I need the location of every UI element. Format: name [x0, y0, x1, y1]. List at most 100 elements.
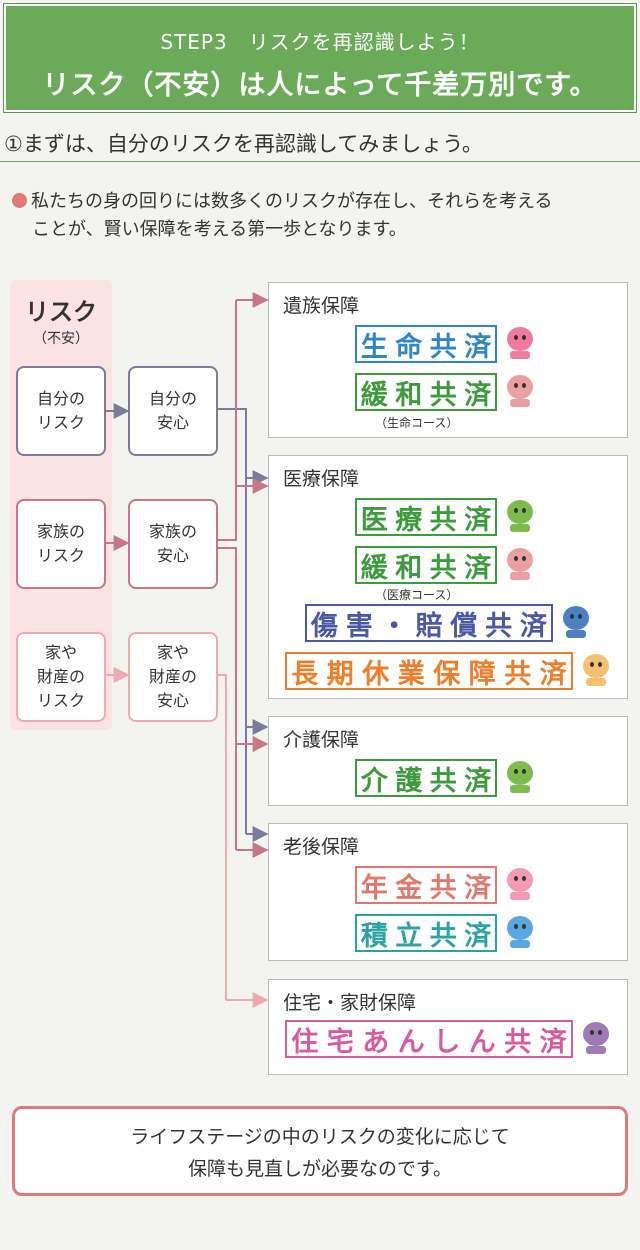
product-tag: 緩和共済 [355, 373, 497, 411]
product-char: ・ [380, 610, 408, 642]
product-char: 済 [464, 504, 492, 536]
product-tag: 長期休業保障共済 [285, 652, 573, 690]
bullet-dot-icon [12, 193, 27, 208]
section-subtitle: ①まずは、自分のリスクを再認識してみましょう。 [0, 126, 640, 162]
node-family-relief: 家族の 安心 [128, 499, 218, 589]
category-title: 医療保障 [283, 468, 360, 490]
product-char: 賠 [415, 610, 443, 642]
mascot-icon [581, 654, 611, 688]
category-title: 老後保障 [283, 836, 360, 858]
product-char: 共 [429, 379, 457, 411]
product-char: 緩 [360, 379, 388, 411]
product-char: し [433, 1026, 461, 1058]
product-tag: 積立共済 [355, 914, 497, 952]
node-self-risk: 自分の リスク [16, 366, 106, 456]
connector-family [218, 300, 237, 541]
step-header: STEP3 リスクを再認識しよう！ リスク（不安）は人によって千差万別です。 [3, 3, 637, 113]
connector-property [218, 674, 227, 1000]
product-char: 障 [468, 658, 496, 690]
mascot-icon [505, 916, 535, 950]
product-char: 償 [450, 610, 478, 642]
product-char: ん [397, 1026, 425, 1058]
product-char: 住 [291, 1026, 319, 1058]
product-char: 年 [360, 872, 388, 904]
product-tag: 傷害・賠償共済 [305, 604, 553, 642]
mascot-icon [581, 1022, 611, 1056]
product-char: 期 [326, 658, 354, 690]
product-char: 済 [464, 331, 492, 363]
product-char: 済 [539, 658, 567, 690]
node-property-relief: 家や 財産の 安心 [128, 632, 218, 722]
product-char: 医 [360, 504, 388, 536]
category-title: 介護保障 [283, 729, 360, 751]
product-char: 業 [397, 658, 425, 690]
risk-panel-subtitle: （不安） [33, 331, 89, 347]
intro-line-1: 私たちの身の回りには数多くのリスクが存在し、それらを考える [31, 191, 553, 212]
product-tag: 医療共済 [355, 498, 497, 536]
product-char: 共 [429, 765, 457, 797]
mascot-icon [561, 606, 591, 640]
product-char: 緩 [360, 552, 388, 584]
intro-line-2: ことが、賢い保障を考える第一歩となります。 [32, 219, 407, 240]
step-headline: リスク（不安）は人によって千差万別です。 [42, 70, 598, 101]
product-char: 療 [395, 504, 423, 536]
mascot-icon [505, 327, 535, 361]
risk-panel-title: リスク [25, 298, 97, 326]
footer-line-1: ライフステージの中のリスクの変化に応じて [130, 1126, 510, 1148]
product-tag: 年金共済 [355, 866, 497, 904]
product-tag: 生命共済 [355, 325, 497, 363]
mascot-icon [505, 548, 535, 582]
product-char: 立 [395, 920, 423, 952]
product-char: 命 [395, 331, 423, 363]
product-char: あ [362, 1026, 390, 1058]
product-char: 和 [395, 552, 423, 584]
product-char: 和 [395, 379, 423, 411]
product-tag: 住宅あんしん共済 [285, 1020, 573, 1058]
product-char: 保 [433, 658, 461, 690]
product-char: 宅 [326, 1026, 354, 1058]
product-char: 済 [539, 1026, 567, 1058]
product-tag: 緩和共済 [355, 546, 497, 584]
product-char: 済 [464, 872, 492, 904]
node-self-relief: 自分の 安心 [128, 366, 218, 456]
product-char: 共 [504, 658, 532, 690]
mascot-icon [505, 500, 535, 534]
footer-note: ライフステージの中のリスクの変化に応じて 保障も見直しが必要なのです。 [12, 1106, 628, 1196]
product-char: 護 [395, 765, 423, 797]
product-char: 済 [519, 610, 547, 642]
product-char: 長 [291, 658, 319, 690]
node-family-risk: 家族の リスク [16, 499, 106, 589]
product-note: （医療コース） [375, 588, 459, 602]
category-title: 住宅・家財保障 [283, 992, 417, 1014]
product-char: 共 [504, 1026, 532, 1058]
product-char: 済 [464, 379, 492, 411]
product-char: 共 [429, 331, 457, 363]
product-char: 共 [429, 872, 457, 904]
mascot-icon [505, 868, 535, 902]
mascot-icon [505, 761, 535, 795]
connector-self [218, 408, 247, 834]
product-note: （生命コース） [375, 416, 459, 430]
node-property-risk: 家や 財産の リスク [16, 632, 106, 722]
product-char: 済 [464, 765, 492, 797]
mascot-icon [505, 375, 535, 409]
product-char: 害 [345, 610, 373, 642]
product-char: 共 [429, 552, 457, 584]
product-char: 介 [360, 765, 388, 797]
product-char: 済 [464, 552, 492, 584]
footer-line-2: 保障も見直しが必要なのです。 [187, 1158, 453, 1180]
product-char: 休 [362, 658, 390, 690]
category-title: 遺族保障 [283, 295, 360, 317]
product-char: 共 [429, 920, 457, 952]
product-char: 共 [429, 504, 457, 536]
product-char: 金 [395, 872, 423, 904]
step-title: STEP3 リスクを再認識しよう！ [160, 30, 480, 54]
product-char: 傷 [310, 610, 338, 642]
product-char: 共 [485, 610, 513, 642]
product-char: 済 [464, 920, 492, 952]
product-char: 生 [360, 331, 388, 363]
product-char: 積 [360, 920, 388, 952]
product-char: ん [468, 1026, 496, 1058]
intro-text: 私たちの身の回りには数多くのリスクが存在し、それらを考える ことが、賢い保障を考… [12, 188, 632, 244]
